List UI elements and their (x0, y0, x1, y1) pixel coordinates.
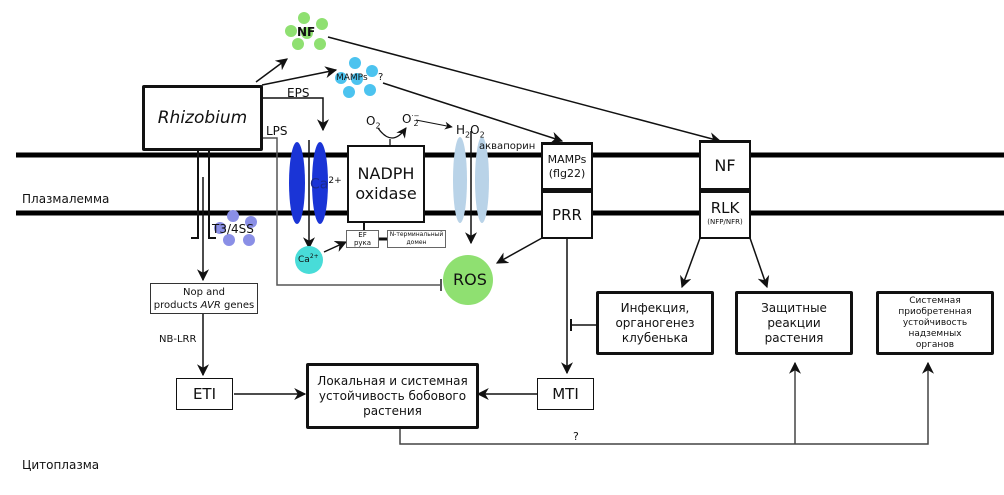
mamps-signal-label: MAMPs (336, 73, 368, 83)
resistance-label-1: Локальная и системная (317, 373, 468, 388)
prr-label: PRR (552, 206, 582, 224)
aquaporin-right (475, 137, 489, 223)
unknown-link-label: ? (573, 430, 579, 443)
nop-label-2: products AVR genes (153, 299, 255, 311)
rhizobium-box: Rhizobium (142, 85, 263, 151)
link-resistance-to-outcomes (399, 361, 934, 445)
arrow-nf-to-nf-receptor (327, 36, 722, 145)
mamps-receptor-label: MAMPs (547, 152, 587, 166)
arrow-prr-to-ros (495, 237, 543, 264)
ca-channel-left (289, 142, 305, 224)
mamps-molecule-cluster (335, 57, 378, 98)
ros-label: ROS (453, 270, 487, 289)
nf-signal-label: NF (297, 25, 316, 39)
h2o2-label: H2O2 (456, 123, 485, 140)
resistance-box: Локальная и системная устойчивость бобов… (306, 363, 479, 429)
arrow-ca-to-ef-hand (323, 241, 348, 253)
ros-circle (443, 255, 493, 305)
ca-channel-right (312, 142, 328, 224)
defense-label-2: реакции (767, 315, 821, 330)
arrow-superoxide-to-h2o2 (415, 119, 453, 130)
cytoplasm-label: Цитоплазма (22, 458, 100, 472)
rhizobium-label: Rhizobium (157, 108, 248, 128)
arrow-rlk-to-infection (680, 237, 701, 289)
systemic-label-5: органов (915, 339, 955, 350)
infection-label-1: Инфекция, (620, 300, 690, 315)
infection-label-3: клубенька (621, 330, 689, 345)
aquaporin-label: аквапорин (479, 141, 536, 152)
arrow-mamps-to-mamps-receptor (382, 82, 564, 144)
aquaporin-left (453, 137, 467, 223)
defense-reactions-box: Защитные реакции растения (735, 291, 853, 355)
resistance-label-3: растения (363, 403, 422, 418)
plasmalemma-label: Плазмалемма (22, 192, 110, 206)
nf-receptor-label: NF (714, 156, 736, 175)
ef-hand-label: EF (358, 231, 367, 239)
resistance-label-2: устойчивость бобового (318, 388, 467, 403)
infection-box: Инфекция, органогенез клубенька (596, 291, 714, 355)
nf-receptor-box: NF (699, 140, 751, 190)
prr-box: PRR (541, 190, 593, 239)
nadph-oxidase-box: NADPH oxidase (347, 145, 425, 223)
t3ss-label: T3/4SS (212, 222, 254, 236)
ca-ion-cytoplasm (295, 246, 323, 274)
lps-label: LPS (266, 124, 288, 138)
mamps-receptor-box: MAMPs (flg22) (541, 142, 593, 190)
t3ss-molecule-cluster (214, 210, 257, 246)
n-terminal-sublabel: домен (406, 239, 427, 246)
n-terminal-domain-box: N-терминальный домен (387, 230, 446, 248)
systemic-label-4: надземных (908, 328, 962, 339)
arrow-rhizobium-to-nf (255, 58, 288, 83)
nb-lrr-label: NB-LRR (159, 334, 197, 345)
systemic-label-2: приобретенная (898, 306, 972, 317)
systemic-resistance-box: Системная приобретенная устойчивость над… (876, 291, 994, 355)
mamps-question-label: ? (378, 72, 384, 83)
arrow-o2-to-superoxide (377, 127, 407, 139)
ef-hand-sublabel: рука (353, 239, 372, 247)
rlk-label: RLK (710, 199, 740, 217)
flg22-label: (flg22) (548, 166, 586, 180)
defense-label-1: Защитные (761, 300, 827, 315)
eti-box: ETI (176, 378, 233, 410)
ef-hand-box: EF рука (346, 230, 379, 248)
rlk-box: RLK (NFP/NFR) (699, 190, 751, 239)
n-terminal-label: N-терминальный (389, 231, 444, 238)
nadph-label-1: NADPH (357, 164, 415, 183)
infection-label-2: органогенез (615, 315, 695, 330)
nop-products-box: Nop and products AVR genes (150, 283, 258, 314)
rlk-sublabel: (NFP/NFR) (707, 218, 743, 226)
systemic-label-3: устойчивость (902, 317, 968, 328)
mti-box: MTI (537, 378, 594, 410)
eti-label: ETI (192, 385, 217, 403)
nop-label-1: Nop and (183, 286, 225, 298)
eps-label: EPS (287, 86, 310, 100)
nadph-label-2: oxidase (355, 184, 417, 203)
ca-ion-label: Ca2+ (298, 253, 319, 265)
inhibit-lps-to-ros (263, 137, 440, 286)
ca-channel-label: Ca2+ (310, 176, 342, 193)
superoxide-label: O·−2 (402, 112, 420, 129)
arrow-eps-to-ca-channel (263, 97, 329, 132)
systemic-label-1: Системная (909, 295, 961, 306)
o2-label: O2 (366, 114, 381, 131)
defense-label-3: растения (764, 330, 824, 345)
nf-molecule-cluster (285, 12, 328, 50)
arrow-rhizobium-to-mamps (261, 66, 338, 86)
mti-label: MTI (552, 385, 579, 403)
arrow-rlk-to-defense (749, 237, 770, 289)
